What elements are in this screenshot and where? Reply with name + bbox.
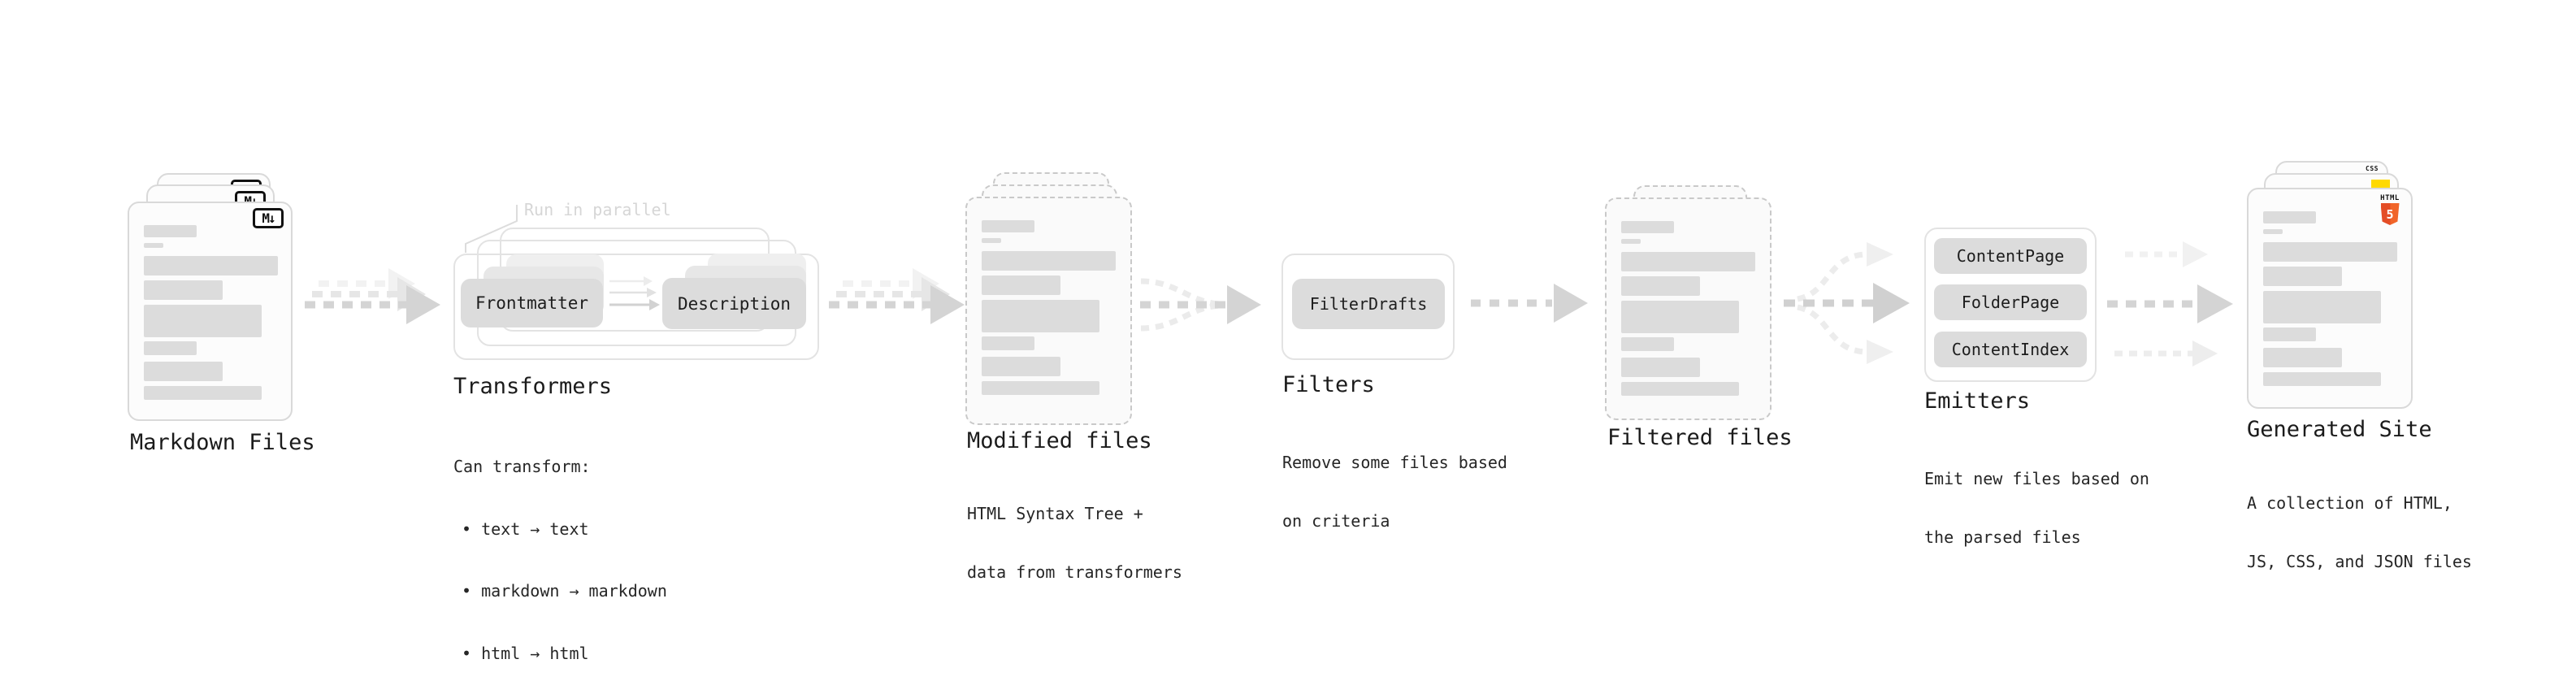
arrow-emitters-to-generated: [2107, 241, 2233, 367]
html5-icon: HTML 5: [2379, 194, 2400, 225]
run-in-parallel-connector: [465, 205, 518, 253]
transformers-label: Transformers: [453, 374, 613, 399]
emitters-box: [1924, 228, 2097, 382]
description-transformer: Description: [662, 278, 806, 329]
folderpage-emitter: FolderPage: [1934, 284, 2087, 320]
caption-line: Emit new files based on: [1924, 469, 2149, 488]
generated-file-card-html: HTML 5: [2247, 188, 2413, 409]
skeleton-bar: [144, 362, 223, 381]
html5-shield: 5: [2380, 203, 2400, 225]
skeleton-bar: [2263, 229, 2283, 234]
skeleton-bar: [2263, 348, 2342, 367]
skeleton-bar: [2263, 211, 2316, 223]
arrow-frontmatter-to-description: [609, 276, 660, 310]
arrow-filters-to-filtered: [1471, 284, 1588, 323]
css-icon-label: CSS: [2366, 165, 2379, 172]
skeleton-bar: [144, 341, 197, 355]
markdown-file-card-front: M↓: [128, 202, 293, 421]
transformers-box-front: [453, 254, 819, 360]
caption-bullet: • markdown → markdown: [462, 581, 667, 601]
emitters-caption: Emit new files based on the parsed files: [1924, 430, 2149, 586]
skeleton-bar: [144, 225, 197, 237]
caption-line: the parsed files: [1924, 527, 2081, 547]
modified-files-label: Modified files: [967, 428, 1152, 453]
arrow-markdown-to-transformers: [305, 268, 440, 324]
arrow-transformers-to-modified: [829, 268, 965, 324]
filtered-files-label: Filtered files: [1607, 425, 1793, 450]
caption-line: Can transform:: [453, 457, 591, 476]
generated-site-label: Generated Site: [2247, 417, 2432, 442]
skeleton-bar: [1621, 239, 1641, 244]
markdown-files-label: Markdown Files: [130, 430, 315, 455]
caption-line: JS, CSS, and JSON files: [2247, 552, 2472, 571]
skeleton-bar: [982, 336, 1034, 350]
caption-line: data from transformers: [967, 562, 1182, 582]
frontmatter-transformer: Frontmatter: [461, 279, 603, 327]
skeleton-bar: [2263, 372, 2381, 386]
arrow-filtered-to-emitters: [1784, 242, 1910, 364]
skeleton-bar: [1621, 337, 1674, 351]
filters-label: Filters: [1282, 372, 1375, 397]
skeleton-bar: [144, 386, 262, 400]
skeleton-bar: [2263, 267, 2342, 286]
skeleton-bar: [982, 300, 1099, 332]
skeleton-bar: [982, 357, 1060, 376]
filterdrafts-filter: FilterDrafts: [1292, 279, 1445, 329]
filters-box: [1281, 254, 1455, 360]
filtered-file-card-front: [1605, 197, 1772, 420]
skeleton-bar: [982, 251, 1116, 271]
contentindex-emitter: ContentIndex: [1934, 332, 2087, 367]
arrow-modified-to-filters: [1140, 278, 1261, 332]
javascript-icon: [2371, 180, 2390, 189]
skeleton-bar: [982, 238, 1001, 243]
skeleton-bar: [982, 220, 1034, 232]
skeleton-bar: [1621, 252, 1755, 271]
html5-icon-label: HTML: [2380, 194, 2400, 202]
skeleton-bar: [982, 275, 1060, 295]
modified-file-card-front: [965, 197, 1132, 425]
skeleton-bar: [144, 305, 262, 337]
caption-line: HTML Syntax Tree +: [967, 504, 1143, 523]
skeleton-bar: [1621, 382, 1739, 396]
skeleton-bar: [144, 280, 223, 300]
emitters-label: Emitters: [1924, 388, 2031, 414]
skeleton-bar: [144, 256, 278, 275]
modified-files-caption: HTML Syntax Tree + data from transformer…: [967, 465, 1182, 621]
run-in-parallel-annotation: Run in parallel: [524, 200, 671, 219]
filters-caption: Remove some files based on criteria: [1282, 414, 1507, 570]
generated-site-caption: A collection of HTML, JS, CSS, and JSON …: [2247, 454, 2472, 610]
skeleton-bar: [1621, 301, 1739, 333]
skeleton-bar: [1621, 276, 1700, 296]
caption-line: on criteria: [1282, 511, 1390, 531]
skeleton-bar: [2263, 242, 2397, 262]
contentpage-emitter: ContentPage: [1934, 238, 2087, 274]
caption-line: A collection of HTML,: [2247, 493, 2452, 513]
caption-bullet: • html → html: [462, 643, 589, 663]
skeleton-bar: [982, 381, 1099, 395]
caption-line: Remove some files based: [1282, 453, 1507, 472]
caption-bullet: • text → text: [462, 518, 589, 539]
skeleton-bar: [1621, 221, 1674, 233]
html5-number: 5: [2386, 206, 2394, 222]
markdown-icon: M↓: [253, 208, 284, 228]
skeleton-bar: [2263, 291, 2381, 323]
skeleton-bar: [144, 243, 163, 248]
skeleton-bar: [2263, 327, 2316, 341]
skeleton-bar: [1621, 358, 1700, 377]
transformers-caption: Can transform: • text → text • markdown …: [453, 415, 667, 681]
